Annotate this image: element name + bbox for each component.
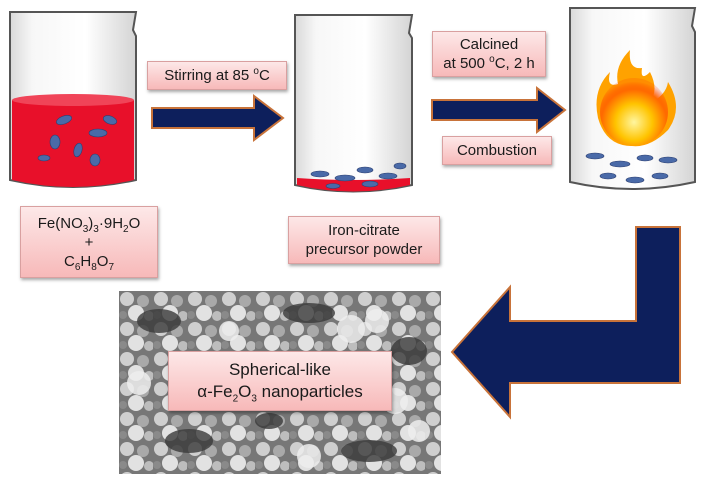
arrow-right-icon bbox=[431, 85, 567, 135]
calcined-label: Calcined at 500 oC, 2 h bbox=[432, 31, 546, 77]
arrow-right-icon bbox=[151, 93, 285, 143]
combustion-label: Combustion bbox=[442, 136, 552, 165]
precursor-label: Iron-citrate precursor powder bbox=[288, 216, 440, 264]
flame-icon bbox=[596, 50, 676, 147]
product-label: Spherical-like α-Fe2O3 nanoparticles bbox=[168, 351, 392, 411]
reagent-citric-acid: C6H8O7 bbox=[63, 252, 115, 273]
reagent-iron-nitrate: Fe(NO3)3·9H2O bbox=[37, 214, 141, 235]
stirring-label: Stirring at 85 oC bbox=[147, 61, 287, 90]
plus-sign: + bbox=[84, 233, 94, 251]
beaker-icon bbox=[294, 14, 414, 193]
arrow-return-icon bbox=[450, 226, 681, 420]
beaker-icon bbox=[9, 11, 138, 188]
reagents-label: Fe(NO3)3·9H2O + C6H8O7 bbox=[20, 206, 158, 278]
